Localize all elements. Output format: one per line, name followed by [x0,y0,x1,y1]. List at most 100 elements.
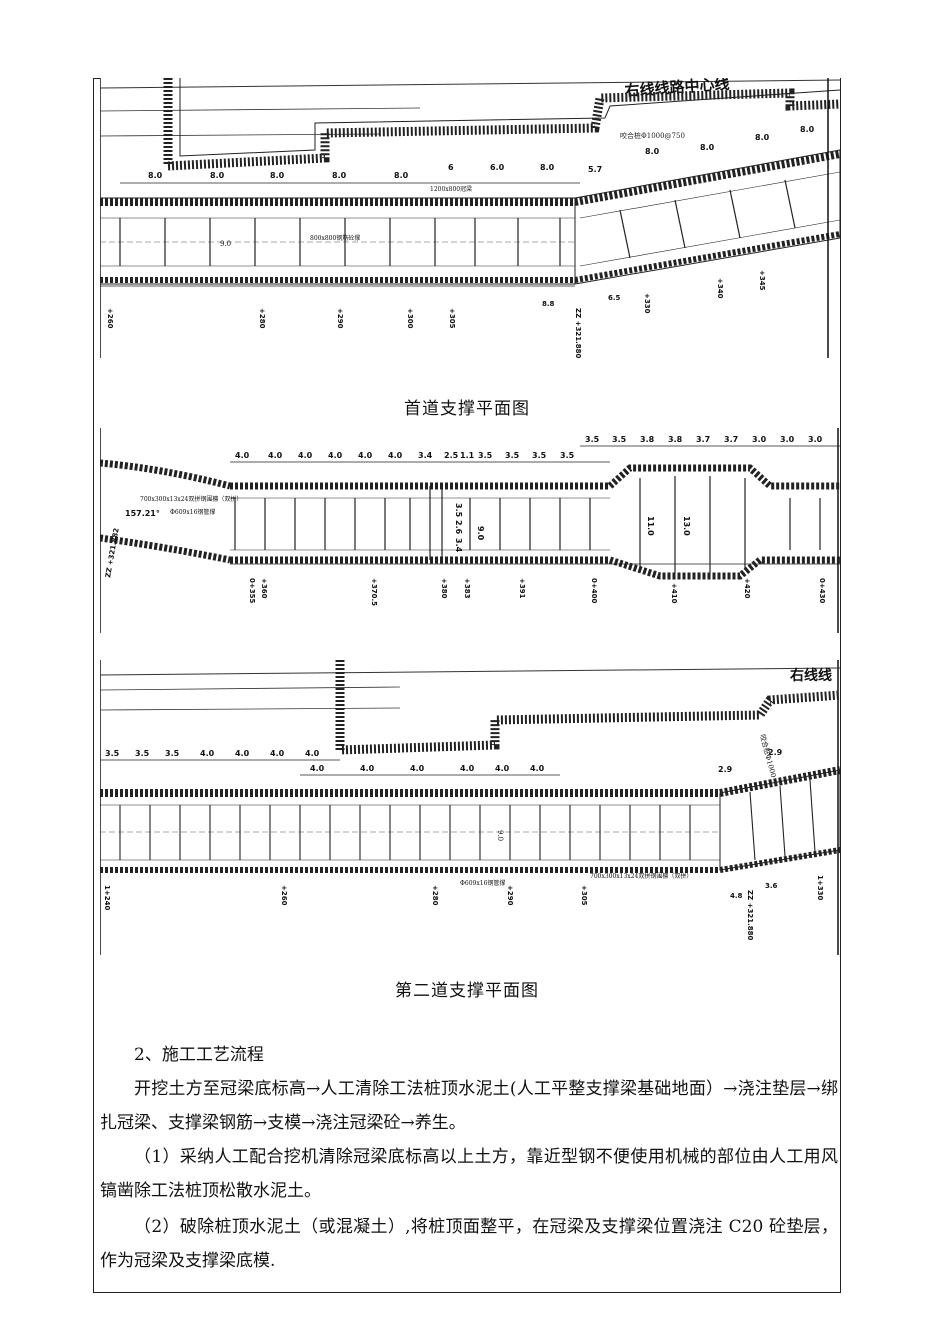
station: +280 [258,308,266,329]
dim: 3.5 [165,749,180,758]
paragraph-step-1: （1）采纳人工配合挖机清除冠梁底标高以上土方，靠近型钢不便使用机械的部位由人工用… [100,1147,838,1201]
dim: 3.0 [808,435,823,444]
station: ZZ +321.880 [746,890,754,940]
station: +380 [440,578,448,599]
section-heading: 2、施工工艺流程 [134,1045,264,1065]
dim: 6 [448,163,454,172]
station: +410 [670,583,678,604]
dim: 8.0 [700,143,715,152]
dim: 3.5 [505,451,520,460]
second-support-plan-drawing-a: 700x300x13x24双拼钢围檩（双拼） Φ609x16钢管撑 157.21… [100,428,840,633]
dim: 4.0 [328,451,343,460]
dim: 3.5 [532,451,547,460]
station: +280 [431,885,439,906]
centerline-label: 右线线 [789,667,832,684]
dim: 8.0 [210,171,225,180]
second-support-plan-svg-b: 右线线 咬合桩Φ1000 3.5 3.5 3.5 4.0 4.0 4.0 4.0… [100,660,840,955]
bottom-dim: 4.8 [730,892,743,900]
side-dim: 3.5 [454,503,463,518]
station: 1+240 [103,885,111,910]
dim: 4.0 [268,451,283,460]
dim: 6.0 [490,163,505,172]
dim: 3.4 [418,451,433,460]
dim: 3.7 [724,435,738,444]
dim: 2.9 [768,748,783,757]
dim: 4.0 [235,451,250,460]
brace-note: 700x300x13x24双拼钢围檩（双拼） [590,872,692,880]
dim: 8.0 [394,171,409,180]
dim: 4.0 [200,749,215,758]
dim: 3.8 [640,435,655,444]
dim: 3.0 [752,435,767,444]
station: +340 [716,278,724,299]
station: +260 [106,308,114,329]
top-dimensions-3: 3.5 3.5 3.5 4.0 4.0 4.0 4.0 4.0 4.0 4.0 … [105,748,783,774]
dim: 4.0 [270,749,285,758]
dim: 3.5 [585,435,600,444]
station: +370.5 [370,578,378,606]
width-label: 13.0 [682,516,691,536]
dim: 8.0 [800,125,815,134]
dim: 4.0 [460,764,475,773]
pipe-note: Φ609x16钢管撑 [170,508,215,516]
pipe-note: Φ609x16钢管撑 [460,879,505,887]
second-support-plan-svg-a: 700x300x13x24双拼钢围檩（双拼） Φ609x16钢管撑 157.21… [100,428,840,633]
dim: 4.0 [298,451,313,460]
side-dim: 2.6 [454,520,463,535]
dim: 5.7 [588,165,602,174]
bottom-dim: 3.6 [765,882,778,890]
station: +305 [580,885,588,906]
dim: 3.5 [478,451,493,460]
dim: 4.0 [310,764,325,773]
dim: 2.9 [718,765,733,774]
width-label: 9.0 [496,830,504,841]
dim: 3.5 [105,749,120,758]
station: +330 [643,293,651,314]
dim: 4.0 [530,764,545,773]
width-label: 11.0 [646,516,655,536]
second-support-plan-drawing-b: 右线线 咬合桩Φ1000 3.5 3.5 3.5 4.0 4.0 4.0 4.0… [100,660,840,955]
station: +391 [518,578,526,599]
dim: 3.7 [696,435,710,444]
station: 1+330 [816,875,824,900]
bottom-dim: 8.8 [542,300,555,308]
dim: 8.0 [332,171,347,180]
dim: 8.0 [645,147,660,156]
dim: 4.0 [235,749,250,758]
station: +290 [336,308,344,329]
station: +305 [448,308,456,329]
first-support-plan-svg: 右线线路中心线 咬合桩Φ1000@750 8.0 8.0 8.0 8.0 8.0… [100,78,840,358]
station: +290 [506,885,514,906]
station: +420 [743,578,751,599]
strut-note: 800x800钢筋砼撑 [310,234,360,242]
dim: 3.8 [668,435,683,444]
width-label: 9.0 [220,240,231,248]
dim: 3.5 [560,451,575,460]
first-support-plan-drawing: 右线线路中心线 咬合桩Φ1000@750 8.0 8.0 8.0 8.0 8.0… [100,78,840,358]
station: +300 [406,308,414,329]
top-dimensions: 8.0 8.0 8.0 8.0 8.0 6 6.0 8.0 5.7 8.0 8.… [148,125,815,180]
dim: 4.0 [358,451,373,460]
caption-first-support: 首道支撑平面图 [404,399,530,419]
bottom-dim: 6.5 [608,294,621,302]
dim: 4.0 [495,764,510,773]
dim: 8.0 [148,171,163,180]
station: 0+355 [248,578,256,603]
dim: 3.5 [612,435,627,444]
angle-note: 157.21° [125,509,160,518]
paragraph-process: 开挖土方至冠梁底标高→人工清除工法桩顶水泥土(人工平整支撑梁基础地面）→浇注垫层… [100,1079,838,1133]
station: 0+400 [590,578,598,603]
dim: 1.1 [460,451,475,460]
dim: 2.5 [444,451,459,460]
station: ZZ +321.880 [574,308,582,358]
station: 0+430 [818,578,826,603]
dim: 4.0 [305,749,320,758]
station: +383 [463,578,471,599]
pile-note: 咬合桩Φ1000@750 [620,131,685,140]
corner-station: ZZ +321.882 [104,527,121,578]
paragraph-step-2: （2）破除桩顶水泥土（或混凝土）,将桩顶面整平，在冠梁及支撑梁位置浇注 C20 … [100,1217,838,1271]
top-dimensions-2: 4.0 4.0 4.0 4.0 4.0 4.0 3.4 2.5 1.1 3.5 … [235,435,823,460]
dim: 8.0 [755,133,770,142]
dim: 8.0 [270,171,285,180]
station: +360 [260,578,268,599]
